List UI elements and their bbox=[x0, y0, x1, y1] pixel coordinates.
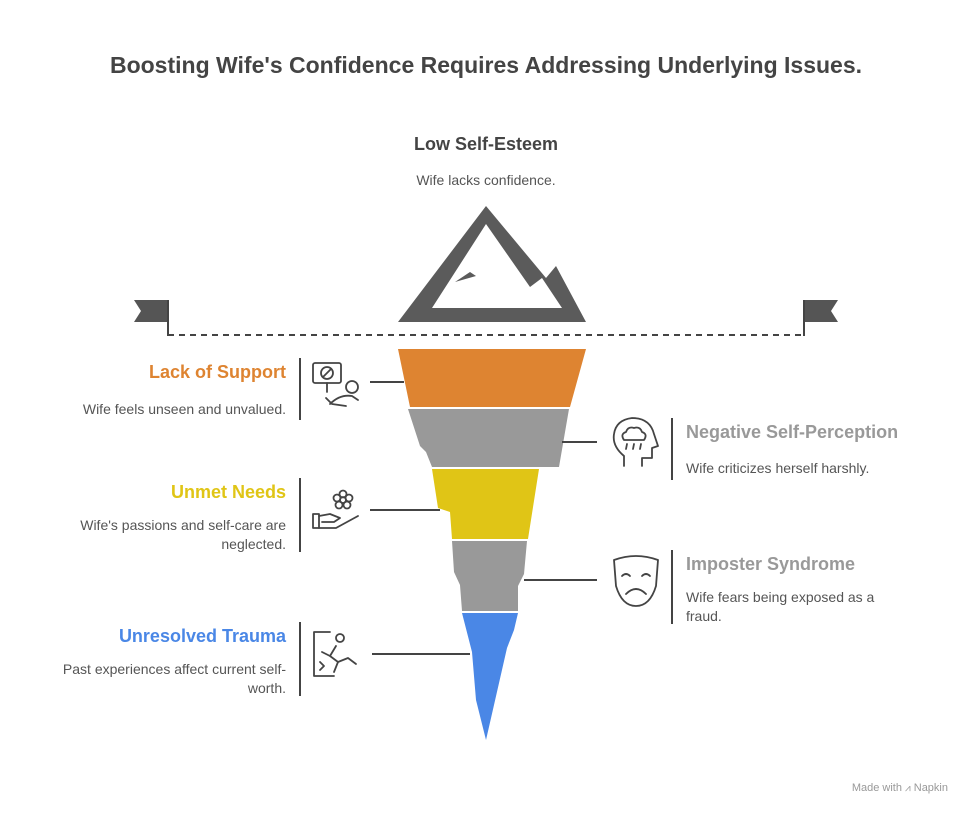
head-raincloud-icon bbox=[612, 417, 659, 467]
layer-description-unmet-needs: Wife's passions and self-care are neglec… bbox=[80, 517, 286, 552]
layer-label-negative-self-perception: Negative Self-Perception bbox=[686, 422, 899, 442]
sad-mask-icon bbox=[613, 555, 659, 607]
mountain-peak-icon bbox=[398, 206, 586, 322]
footer-credit: Made with ⩘ Napkin bbox=[852, 782, 948, 794]
layer-label-unmet-needs: Unmet Needs bbox=[170, 482, 286, 502]
divider-bar bbox=[299, 622, 301, 696]
footer-brand: Napkin bbox=[913, 782, 948, 794]
divider-bar bbox=[299, 358, 301, 420]
footer-text: Made with bbox=[851, 782, 902, 794]
layer-lack-of-support bbox=[398, 349, 586, 407]
layer-description-negative-self-perception: Wife criticizes herself harshly. bbox=[686, 460, 870, 476]
diagram-title: Boosting Wife's Confidence Requires Addr… bbox=[109, 52, 863, 78]
layer-description-imposter-syndrome: Wife fears being exposed as a fraud. bbox=[686, 589, 875, 624]
layer-label-imposter-syndrome: Imposter Syndrome bbox=[686, 554, 856, 574]
tip-label: Low Self-Esteem bbox=[413, 134, 559, 154]
layer-description-lack-of-support: Wife feels unseen and unvalued. bbox=[82, 401, 286, 417]
falling-person-icon bbox=[313, 631, 357, 677]
layer-label-lack-of-support: Lack of Support bbox=[148, 362, 286, 382]
tip-description: Wife lacks confidence. bbox=[416, 172, 556, 188]
divider-bar bbox=[671, 418, 673, 480]
layer-description-unresolved-trauma: Past experiences affect current self-wor… bbox=[62, 661, 286, 696]
divider-bar bbox=[299, 478, 301, 552]
hand-flower-icon bbox=[312, 489, 359, 529]
layer-unresolved-trauma bbox=[462, 613, 518, 740]
divider-bar bbox=[671, 550, 673, 624]
layer-negative-self-perception bbox=[408, 409, 569, 467]
sign-person-icon bbox=[312, 362, 359, 407]
left-flag-icon bbox=[134, 300, 169, 336]
layer-label-unresolved-trauma: Unresolved Trauma bbox=[118, 626, 286, 646]
layer-imposter-syndrome bbox=[452, 541, 527, 611]
right-flag-icon bbox=[803, 300, 838, 336]
layer-unmet-needs bbox=[432, 469, 539, 539]
napkin-logo-icon: ⩘ bbox=[905, 783, 911, 794]
